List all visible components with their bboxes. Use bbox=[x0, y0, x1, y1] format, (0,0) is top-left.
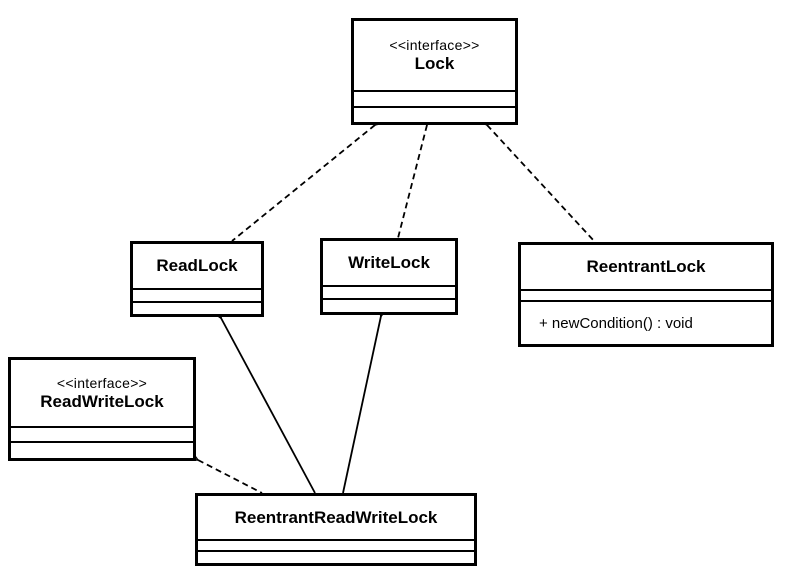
class-reentrantlock-header: ReentrantLock bbox=[521, 245, 771, 291]
class-writelock-name: WriteLock bbox=[348, 253, 430, 272]
class-writelock-header: WriteLock bbox=[323, 241, 455, 287]
realization-rrwl-to-readwritelock bbox=[198, 460, 263, 494]
class-readlock-name: ReadLock bbox=[156, 256, 238, 275]
class-readlock-attributes bbox=[133, 290, 261, 303]
class-lock-header: <<interface>> Lock bbox=[354, 21, 515, 92]
class-reentrantlock-operations: + newCondition() : void bbox=[521, 302, 771, 344]
realization-reentrantlock-to-lock bbox=[487, 125, 596, 243]
class-readwritelock-attributes bbox=[11, 428, 193, 443]
realization-writelock-to-lock bbox=[397, 125, 427, 239]
class-readwritelock-name: ReadWriteLock bbox=[40, 391, 164, 411]
realization-readlock-to-lock bbox=[231, 125, 375, 242]
class-lock-attributes bbox=[354, 92, 515, 108]
class-reentrantreadwritelock-attributes bbox=[198, 541, 474, 552]
class-reentrantlock[interactable]: ReentrantLock + newCondition() : void bbox=[518, 242, 774, 347]
class-lock[interactable]: <<interface>> Lock bbox=[351, 18, 518, 125]
class-readwritelock-stereotype: <<interface>> bbox=[56, 374, 148, 391]
class-reentrantreadwritelock-header: ReentrantReadWriteLock bbox=[198, 496, 474, 541]
association-rrwl-to-readlock bbox=[221, 318, 316, 494]
class-writelock[interactable]: WriteLock bbox=[320, 238, 458, 315]
association-rrwl-to-writelock bbox=[342, 316, 381, 494]
class-lock-name: Lock bbox=[414, 54, 455, 73]
class-readwritelock-header: <<interface>> ReadWriteLock bbox=[11, 360, 193, 428]
class-readlock[interactable]: ReadLock bbox=[130, 241, 264, 317]
class-readwritelock[interactable]: <<interface>> ReadWriteLock bbox=[8, 357, 196, 461]
class-lock-stereotype: <<interface>> bbox=[389, 37, 480, 53]
operation-newcondition: + newCondition() : void bbox=[539, 314, 693, 332]
class-reentrantreadwritelock[interactable]: ReentrantReadWriteLock bbox=[195, 493, 477, 566]
class-reentrantlock-name: ReentrantLock bbox=[586, 257, 706, 276]
class-readlock-header: ReadLock bbox=[133, 244, 261, 290]
class-writelock-attributes bbox=[323, 287, 455, 300]
class-reentrantlock-attributes bbox=[521, 291, 771, 302]
class-reentrantreadwritelock-name: ReentrantReadWriteLock bbox=[234, 507, 438, 527]
